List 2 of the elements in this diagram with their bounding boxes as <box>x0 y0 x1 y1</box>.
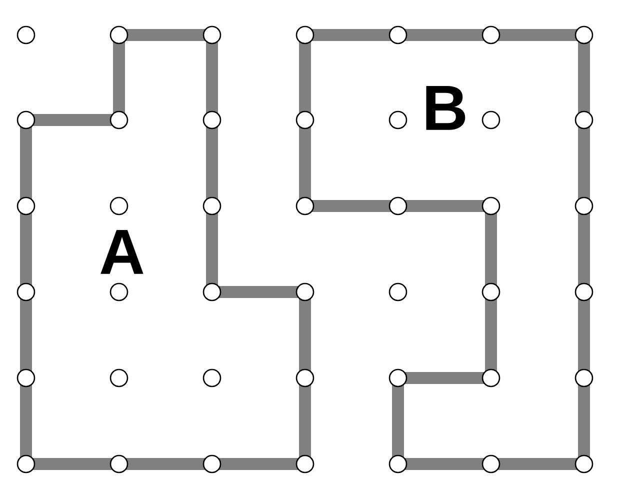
region-outline: A <box>20 29 311 470</box>
region-outline: B <box>299 29 590 470</box>
